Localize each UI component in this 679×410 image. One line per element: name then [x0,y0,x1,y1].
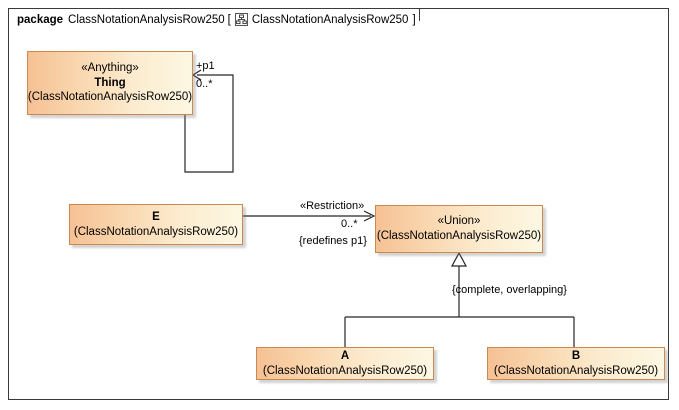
class-stereotype: «Anything» [81,61,139,74]
class-qualifier: (ClassNotationAnalysisRow250) [73,225,239,238]
edge-label-stereotype-restriction: «Restriction» [300,200,365,212]
package-tab-seam [10,29,415,33]
edge-label-multiplicity-self: 0..* [196,78,213,90]
package-diagram-name: ClassNotationAnalysisRow250 [251,13,409,26]
class-box-thing[interactable]: «Anything» Thing (ClassNotationAnalysisR… [27,51,193,115]
class-box-union[interactable]: «Union» (ClassNotationAnalysisRow250) [375,205,543,253]
class-name: Thing [94,76,126,89]
class-box-e[interactable]: E (ClassNotationAnalysisRow250) [69,204,243,245]
class-stereotype: «Union» [437,215,481,228]
package-name: ClassNotationAnalysisRow250 [68,13,225,26]
package-keyword: package [17,13,64,26]
package-header: package ClassNotationAnalysisRow250 [ Cl… [8,8,420,31]
edge-label-generalization-constraint: {complete, overlapping} [452,284,567,296]
package-bracket-open: [ [227,13,231,26]
class-name: B [571,349,581,362]
package-bracket-close: ] [412,13,416,26]
edge-label-role-p1: +p1 [196,60,215,72]
class-diagram-icon [234,13,248,26]
edge-label-redefines-constraint: {redefines p1} [299,235,367,247]
class-qualifier: (ClassNotationAnalysisRow250) [27,91,193,104]
class-qualifier: (ClassNotationAnalysisRow250) [262,364,428,377]
class-name: A [340,349,350,362]
class-qualifier: (ClassNotationAnalysisRow250) [493,364,659,377]
class-qualifier: (ClassNotationAnalysisRow250) [376,230,542,242]
edge-label-multiplicity-restriction: 0..* [341,218,358,230]
class-box-b[interactable]: B (ClassNotationAnalysisRow250) [487,347,665,380]
package-tab [8,8,420,31]
class-name: E [152,210,160,223]
class-box-a[interactable]: A (ClassNotationAnalysisRow250) [256,347,434,380]
